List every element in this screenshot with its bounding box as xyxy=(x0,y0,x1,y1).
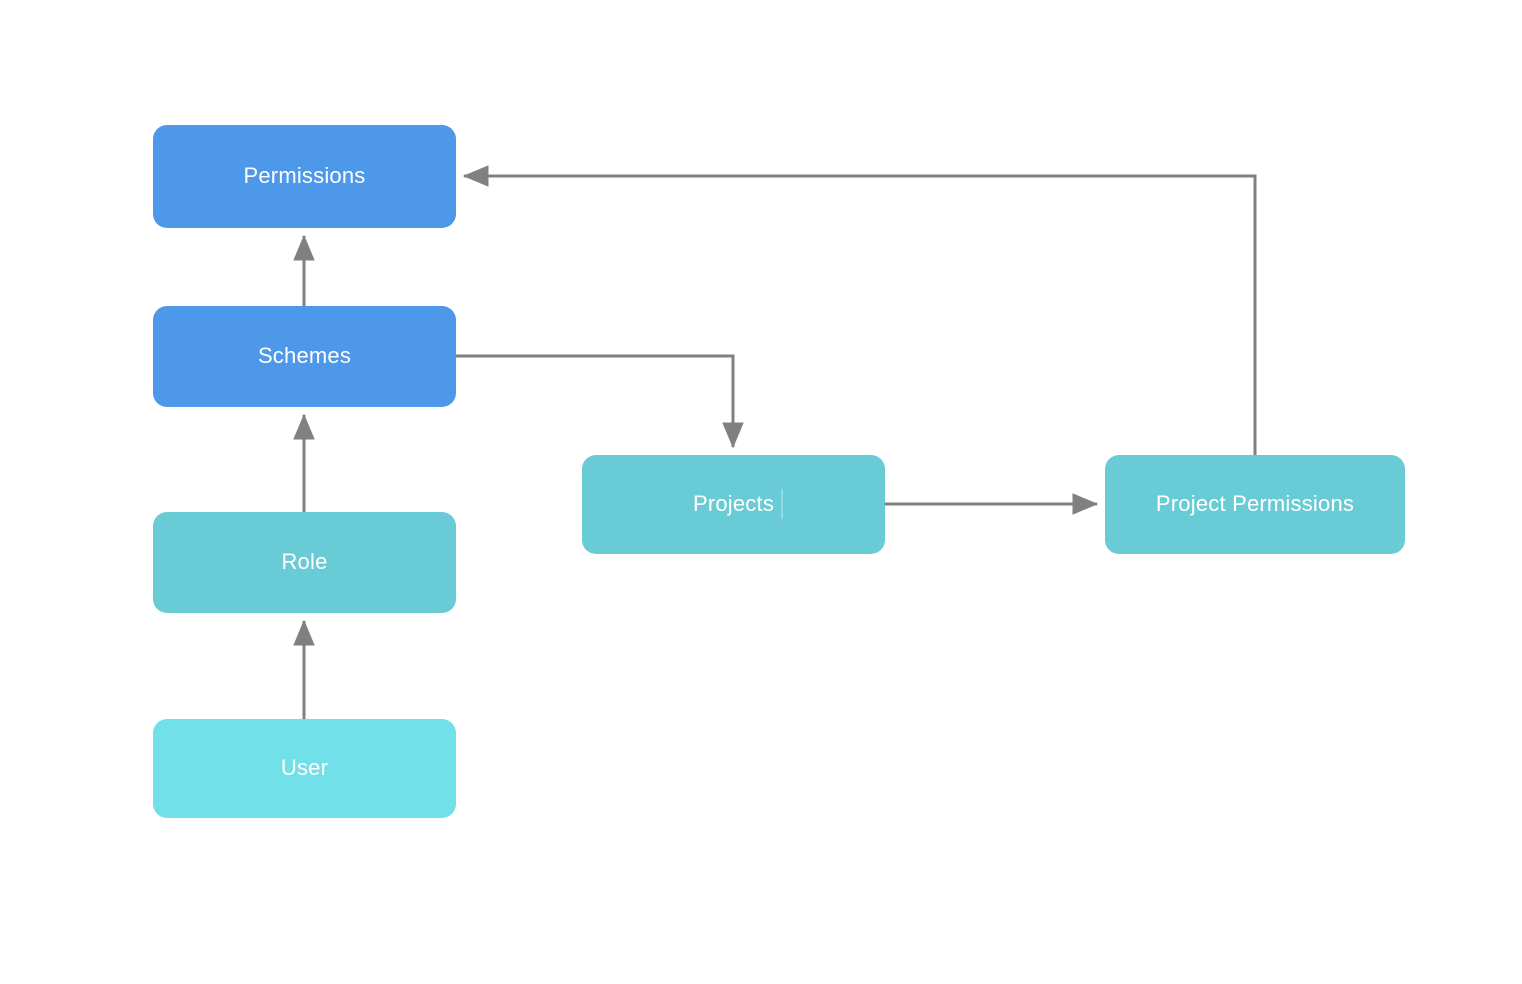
node-label-schemes: Schemes xyxy=(257,343,352,369)
edge-project-permissions-to-permissions xyxy=(462,165,1257,455)
text-caret xyxy=(781,489,783,519)
node-role[interactable]: Role xyxy=(153,512,456,613)
node-label-projects: Projects xyxy=(692,491,775,517)
node-permissions[interactable]: Permissions xyxy=(153,125,456,228)
node-project-permissions[interactable]: Project Permissions xyxy=(1105,455,1405,554)
node-label-permissions: Permissions xyxy=(243,163,366,189)
node-label-role: Role xyxy=(281,549,328,575)
node-user[interactable]: User xyxy=(153,719,456,818)
node-schemes[interactable]: Schemes xyxy=(153,306,456,407)
node-projects[interactable]: Projects xyxy=(582,455,885,554)
node-label-user: User xyxy=(280,755,329,781)
node-label-project-permissions: Project Permissions xyxy=(1155,491,1355,517)
edge-schemes-to-projects xyxy=(456,354,744,449)
